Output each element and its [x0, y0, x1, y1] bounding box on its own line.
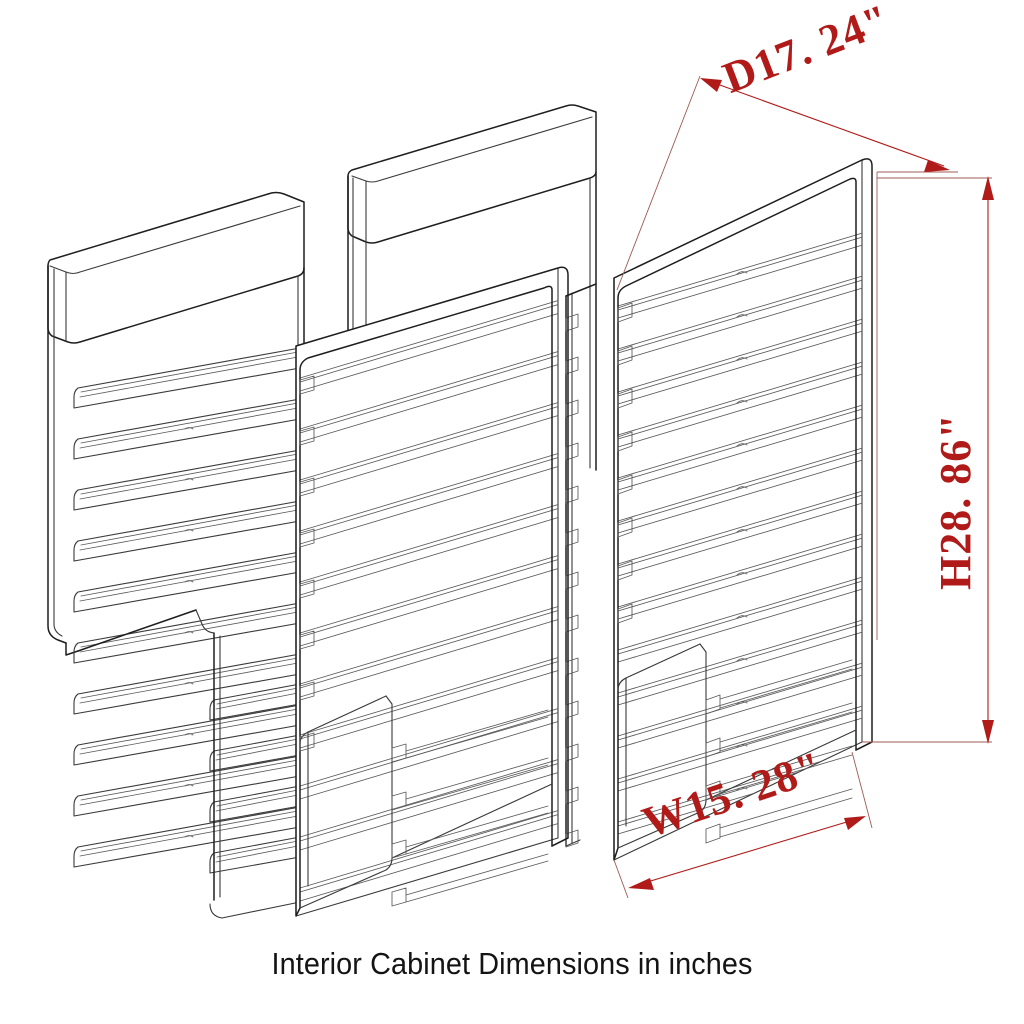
height-dimension [862, 176, 994, 744]
left-cabinet-lower-rails [391, 709, 549, 907]
width-dimension [613, 751, 873, 899]
right-cabinet-upper-rails [617, 302, 633, 624]
right-cabinet-spine-rails [565, 313, 579, 848]
left-cabinet-top [47, 191, 305, 344]
left-cabinet-back-wall [295, 267, 559, 917]
rear-cabinet-top [347, 104, 597, 244]
right-cabinet-left-spine [565, 283, 597, 847]
left-cabinet-step [77, 609, 221, 901]
right-cabinet-front-frame [613, 158, 873, 861]
left-cabinet-front-frame [295, 266, 569, 917]
right-cabinet-lower-rails [705, 659, 853, 844]
figure-caption: Interior Cabinet Dimensions in inches [271, 946, 753, 981]
height-dimension-label: H28. 86" [931, 413, 980, 590]
left-cabinet-front-slats [73, 347, 301, 868]
depth-dimension [616, 75, 958, 291]
left-cabinet-upper-rails [299, 375, 315, 752]
right-cabinet-inner-divider [617, 677, 627, 691]
left-cabinet-inset-slats [209, 683, 301, 919]
